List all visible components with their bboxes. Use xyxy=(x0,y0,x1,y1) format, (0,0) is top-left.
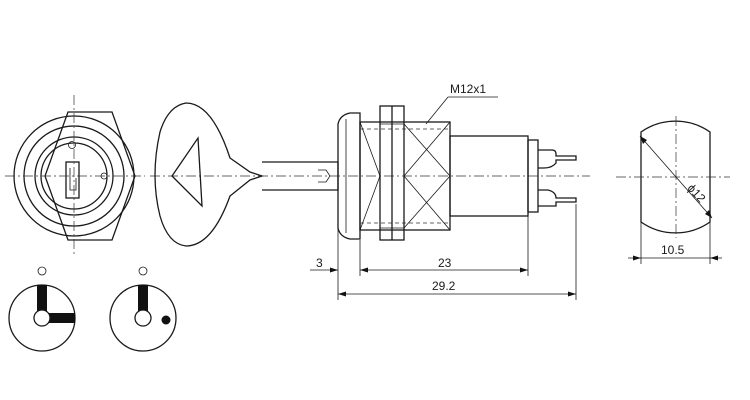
diameter-line xyxy=(639,135,713,219)
diameter-arrow-1 xyxy=(640,136,647,144)
terminal-lower xyxy=(538,189,577,207)
dim-overall-label: 29.2 xyxy=(432,279,456,293)
key-bit xyxy=(318,169,331,183)
hex-nut-cross-3 xyxy=(403,121,451,231)
diameter-arrow-2 xyxy=(705,210,712,218)
dim-body-label: 23 xyxy=(438,256,452,270)
keyway-detail xyxy=(69,168,77,191)
dim-29-arrow-end xyxy=(568,291,576,297)
pos1-indicator-dot xyxy=(37,266,47,276)
keyway-slot xyxy=(65,161,80,199)
flat-width-label: 10.5 xyxy=(661,243,685,257)
hex-nut-cross-1 xyxy=(359,121,381,231)
terminal-upper xyxy=(538,149,577,169)
key-hole-indicator xyxy=(68,141,76,149)
pos2-vertical-bar xyxy=(138,285,148,311)
dim-flange-label: 3 xyxy=(316,256,323,270)
pos1-horizontal-bar xyxy=(47,313,75,323)
flat-arrow-left xyxy=(633,255,641,261)
pos1-vertical-bar xyxy=(37,285,47,313)
pos2-marker-dot xyxy=(161,315,171,325)
dim-23-arrow-end xyxy=(520,267,528,273)
rear-step xyxy=(527,139,539,213)
key-position-on-icon xyxy=(109,266,177,352)
diameter-label: ϕ12 xyxy=(685,181,709,206)
key-head xyxy=(154,102,265,247)
key-position-off-icon xyxy=(8,266,76,352)
side-view xyxy=(150,102,590,247)
flat-arrow-right xyxy=(710,255,718,261)
thread-label: M12x1 xyxy=(450,82,486,96)
pos2-indicator-dot xyxy=(138,266,148,276)
thread-callout: M12x1 xyxy=(425,82,498,125)
dim-3-arrow xyxy=(330,267,338,273)
pos1-center-hole xyxy=(33,309,51,327)
front-view xyxy=(5,95,145,255)
thread-leader xyxy=(425,96,449,125)
dim-29-arrow-start xyxy=(338,291,346,297)
key-head-window xyxy=(171,136,203,208)
length-dimensions: 3 23 29.2 xyxy=(310,204,577,300)
panel-cutout: ϕ12 10.5 xyxy=(616,116,730,264)
pos2-center-hole xyxy=(134,309,152,327)
